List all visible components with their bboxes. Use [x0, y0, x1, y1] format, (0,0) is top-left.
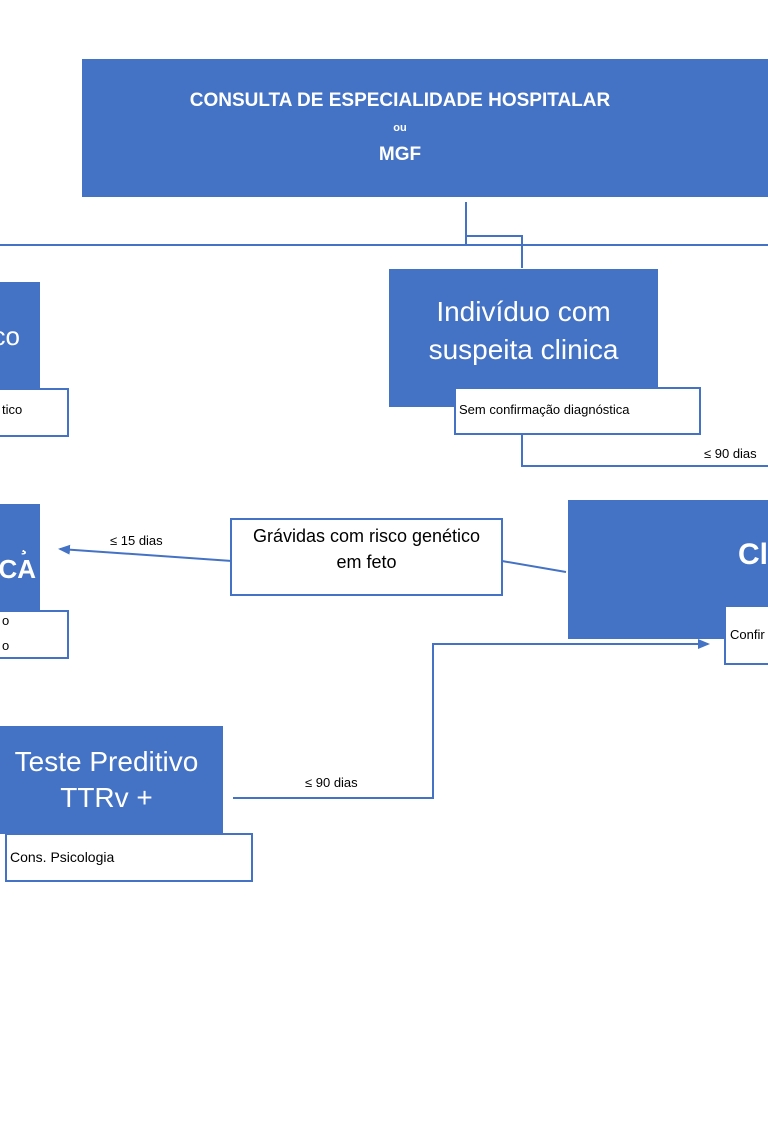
- label-15-days: ≤ 15 dias: [110, 533, 163, 548]
- predictive-test-box: Teste Preditivo TTRv +: [0, 726, 223, 834]
- psychology-consultation-text: Cons. Psicologia: [10, 849, 115, 865]
- right-subbox: Confir: [724, 605, 768, 665]
- left-top-subbox-text: tico: [2, 402, 23, 417]
- right-box-text: Cl: [738, 537, 768, 571]
- suspect-clinical-box: Indivíduo com suspeita clinica: [389, 269, 658, 407]
- specialty-title: CONSULTA DE ESPECIALIDADE HOSPITALAR: [189, 90, 611, 111]
- predictive-subbox: Cons. Psicologia: [5, 833, 253, 882]
- suspect-line2: suspeita clinica: [428, 334, 619, 365]
- specialty-or: ou: [393, 122, 407, 134]
- left-top-box-text: co: [0, 320, 20, 351]
- label-90-days-bottom: ≤ 90 dias: [305, 775, 358, 790]
- left-top-subbox: tico: [0, 388, 69, 437]
- right-subbox-text: Confir: [730, 627, 765, 642]
- label-90-days-top: ≤ 90 dias: [704, 446, 757, 461]
- left-top-box: co: [0, 282, 40, 390]
- left-mid-subbox: o o: [0, 610, 69, 659]
- arrow-predictive-to-right: [233, 639, 710, 799]
- connector-to-suspect-box: [466, 235, 523, 268]
- no-diagnosis-confirmation-text: Sem confirmação diagnóstica: [459, 402, 630, 417]
- suspect-line1: Indivíduo com: [436, 296, 611, 327]
- left-mid-subbox-line1: o: [2, 613, 10, 628]
- predictive-line1: Teste Preditivo: [14, 746, 199, 777]
- left-mid-subbox-line2: o: [2, 638, 10, 653]
- left-mid-box: ¸ CA: [0, 504, 40, 612]
- left-mid-box-line1: ¸: [20, 529, 28, 555]
- pregnant-line1: Grávidas com risco genético: [252, 526, 481, 546]
- pregnant-line2: em feto: [336, 552, 397, 572]
- suspect-subbox: Sem confirmação diagnóstica: [454, 387, 701, 435]
- arrow-to-left-mid-box: [58, 544, 233, 562]
- connector-pregnant-to-right: [501, 560, 567, 573]
- connector-suspect-to-right: [521, 433, 768, 467]
- pregnant-genetic-risk-box: Grávidas com risco genético em feto: [230, 518, 503, 596]
- left-mid-box-line2: CA: [0, 553, 36, 584]
- specialty-consultation-box: CONSULTA DE ESPECIALIDADE HOSPITALAR ou …: [82, 59, 768, 197]
- specialty-mgf: MGF: [378, 144, 422, 165]
- predictive-line2: TTRv +: [60, 782, 153, 813]
